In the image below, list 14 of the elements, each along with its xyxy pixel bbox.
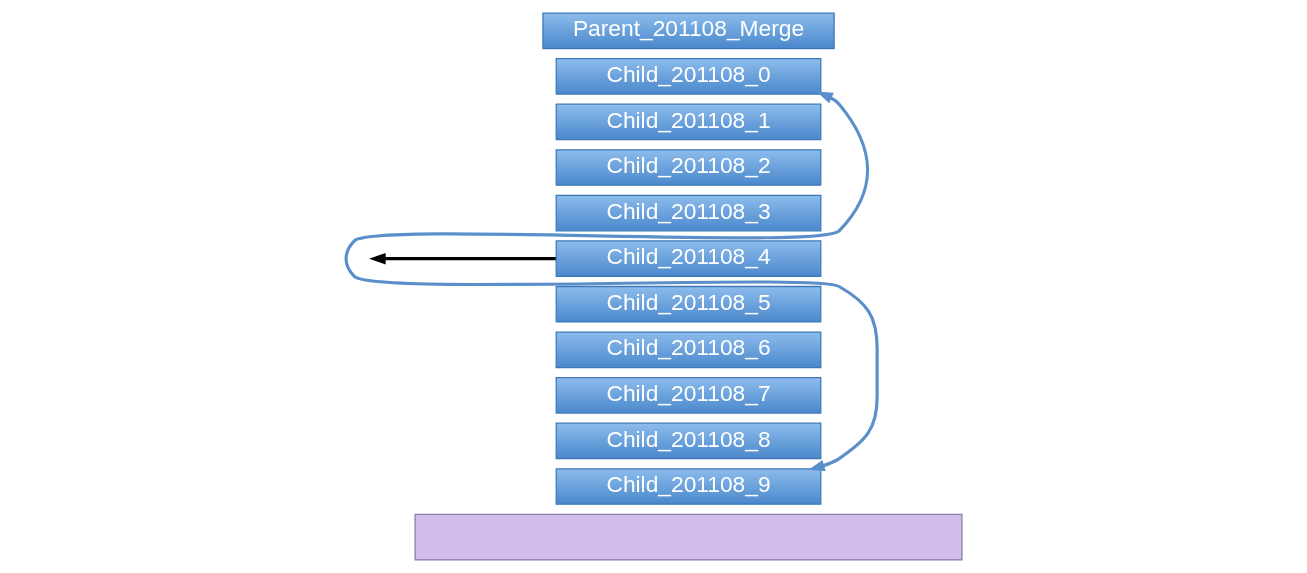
node-box: Child_201108_2 xyxy=(555,149,821,186)
node-box: Parent_201108_Merge xyxy=(541,12,835,50)
node-box: Child_201108_7 xyxy=(555,377,821,414)
node-box: Child_201108_5 xyxy=(555,285,821,323)
arrow xyxy=(344,91,879,472)
node-box: Child_201108_3 xyxy=(555,194,821,232)
node-box: Child_201108_1 xyxy=(555,103,821,141)
node-box: Child_201108_0 xyxy=(555,58,821,95)
arrow xyxy=(368,252,556,265)
node-box xyxy=(413,513,963,561)
node-box: Child_201108_8 xyxy=(555,422,821,460)
node-box: Child_201108_6 xyxy=(555,331,821,369)
node-box: Child_201108_4 xyxy=(555,240,821,277)
node-box: Child_201108_9 xyxy=(555,468,821,505)
